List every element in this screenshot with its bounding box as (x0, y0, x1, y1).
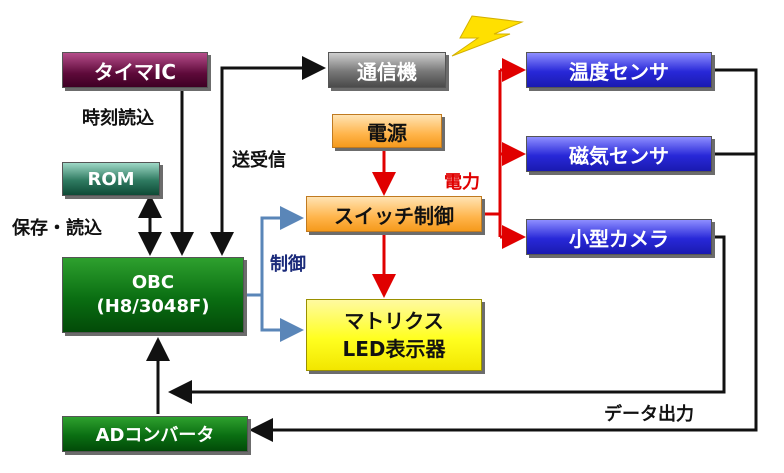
label-send-recv: 送受信 (232, 150, 286, 171)
power-box: 電源 (332, 114, 442, 148)
adc-box: ADコンバータ (62, 416, 248, 452)
obc-box: OBC (H8/3048F) (62, 257, 244, 333)
temp-sensor-box: 温度センサ (526, 52, 712, 88)
wire-sensors-to-adc (249, 68, 758, 442)
timer-ic-box: タイマIC (62, 52, 208, 88)
label-power: 電力 (444, 172, 480, 193)
matrix-led-box: マトリクス LED表示器 (306, 299, 482, 371)
mag-sensor-box: 磁気センサ (526, 136, 712, 172)
comm-box: 通信機 (328, 52, 446, 88)
lightning-bolt-icon (451, 15, 524, 57)
switch-control-box: スイッチ制御 (306, 196, 482, 232)
label-data-out: データ出力 (604, 404, 694, 425)
label-save-read: 保存・読込 (12, 218, 102, 239)
wire-obc-control (246, 206, 304, 297)
camera-box: 小型カメラ (526, 219, 712, 255)
label-control: 制御 (270, 254, 306, 275)
wire-camera-to-adc (168, 235, 726, 404)
rom-box: ROM (62, 162, 160, 196)
label-time-read: 時刻読込 (82, 108, 154, 129)
